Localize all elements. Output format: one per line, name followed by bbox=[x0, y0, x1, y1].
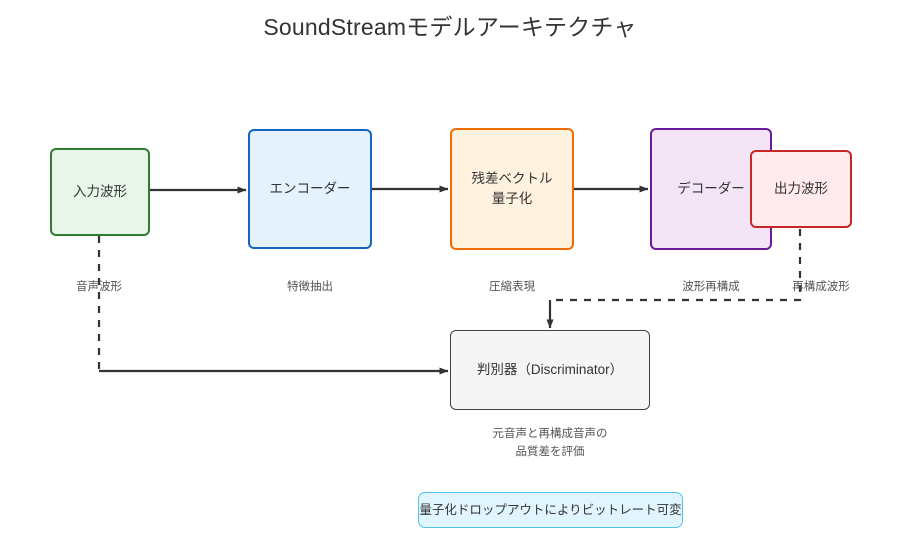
node-output-waveform-label: 出力波形 bbox=[774, 181, 828, 197]
edge-label-waveform-reconstruction: 波形再構成 bbox=[682, 281, 740, 293]
edge-label-feature-extraction: 特徴抽出 bbox=[287, 281, 333, 293]
node-encoder[interactable]: エンコーダー bbox=[248, 129, 372, 249]
discriminator-caption: 元音声と再構成音声の 品質差を評価 bbox=[450, 425, 650, 462]
node-residual-vector-quantization[interactable]: 残差ベクトル 量子化 bbox=[450, 128, 574, 250]
node-rvq-label-line1: 残差ベクトル bbox=[471, 171, 553, 187]
page-title: SoundStreamモデルアーキテクチャ bbox=[263, 14, 637, 40]
edge-label-reconstructed-waveform: 再構成波形 bbox=[792, 281, 850, 293]
node-encoder-label: エンコーダー bbox=[269, 181, 351, 197]
discriminator-caption-line1: 元音声と再構成音声の bbox=[492, 428, 608, 440]
node-discriminator[interactable]: 判別器（Discriminator） bbox=[450, 330, 650, 410]
node-input-waveform-label: 入力波形 bbox=[73, 184, 127, 200]
dashed-output-to-discriminator bbox=[550, 229, 802, 302]
node-output-waveform[interactable]: 出力波形 bbox=[750, 150, 852, 228]
node-input-waveform[interactable]: 入力波形 bbox=[50, 148, 150, 236]
node-decoder-label: デコーダー bbox=[677, 181, 745, 197]
note-quantizer-dropout[interactable]: 量子化ドロップアウトによりビットレート可変 bbox=[418, 492, 683, 528]
discriminator-caption-line2: 品質差を評価 bbox=[515, 446, 585, 459]
edge-label-compressed-representation: 圧縮表現 bbox=[489, 281, 535, 293]
edge-label-audio-waveform: 音声波形 bbox=[76, 281, 122, 293]
note-quantizer-dropout-label: 量子化ドロップアウトによりビットレート可変 bbox=[419, 502, 682, 517]
node-rvq-label-line2: 量子化 bbox=[491, 191, 533, 206]
node-discriminator-label: 判別器（Discriminator） bbox=[476, 362, 624, 378]
